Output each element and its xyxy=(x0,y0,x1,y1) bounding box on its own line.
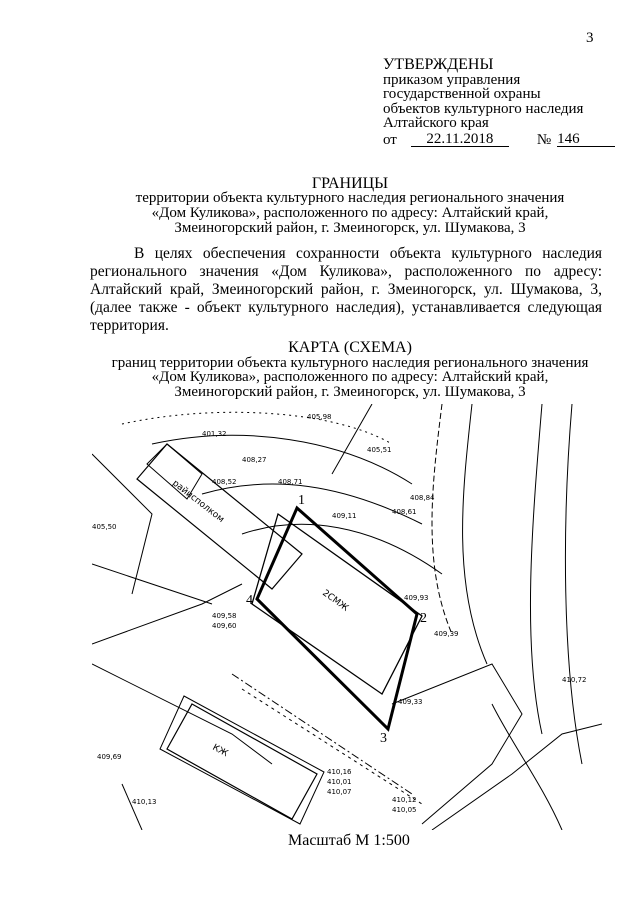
elevation: 409,60 xyxy=(212,622,237,630)
map-scale: Масштаб М 1:500 xyxy=(288,832,410,849)
map-title-line: «Дом Куликова», расположенного по адресу… xyxy=(151,369,549,385)
building-main xyxy=(251,512,423,695)
approval-heading: УТВЕРЖДЕНЫ xyxy=(383,56,494,73)
approval-line: государственной охраны xyxy=(383,86,541,102)
page-number: 3 xyxy=(586,30,594,46)
document-title: ГРАНИЦЫ территории объекта культурного н… xyxy=(60,176,640,236)
elevation: 405,51 xyxy=(367,446,392,454)
elevation: 405,98 xyxy=(307,413,332,421)
building-label: 2СМЖ xyxy=(320,588,350,614)
title-line: территории объекта культурного наследия … xyxy=(135,190,565,206)
elevation: 410,13 xyxy=(132,798,157,806)
approval-date-row: от 22.11.2018 № 146 xyxy=(383,131,616,148)
elevation: 409,93 xyxy=(404,594,429,602)
elevation: 410,01 xyxy=(327,778,352,786)
building-kzh xyxy=(166,703,318,820)
elevation: 408,71 xyxy=(278,478,303,486)
map-title-line: границ территории объекта культурного на… xyxy=(111,354,589,371)
building-raiispolkom xyxy=(136,443,303,590)
building-label: КЖ xyxy=(211,743,230,760)
point-label: 4 xyxy=(246,593,253,608)
paragraph-text: В целях обеспечения сохранности объекта … xyxy=(90,245,602,334)
elevation: 401,32 xyxy=(202,430,227,438)
title-heading: ГРАНИЦЫ xyxy=(311,175,389,192)
territory-boundary xyxy=(255,505,419,732)
date-prefix: от xyxy=(383,131,397,148)
approval-stamp: УТВЕРЖДЕНЫ приказом управления государст… xyxy=(383,56,616,148)
map-linework xyxy=(92,404,602,830)
elevation: 409,11 xyxy=(332,512,357,520)
elevation: 410,12 xyxy=(392,796,417,804)
boundary-map: 1 2 3 4 2СМЖ райисполком КЖ 401,32 408,2… xyxy=(92,404,602,830)
elevation: 410,05 xyxy=(392,806,417,814)
elevation: 408,84 xyxy=(410,494,435,502)
approval-date: 22.11.2018 xyxy=(410,131,509,147)
elevation: 408,52 xyxy=(212,478,237,486)
approval-line: приказом управления xyxy=(383,71,521,88)
map-heading: КАРТА (СХЕМА) xyxy=(288,339,412,356)
elevation: 409,69 xyxy=(97,753,122,761)
elevation: 409,39 xyxy=(434,630,459,638)
elevation: 408,61 xyxy=(392,508,417,516)
map-title-line: Змеиногорский район, г. Змеиногорск, ул.… xyxy=(174,383,526,400)
point-label: 3 xyxy=(380,731,387,746)
elevation: 410,72 xyxy=(562,676,587,684)
point-label: 1 xyxy=(298,493,305,508)
elevation: 410,16 xyxy=(327,768,352,776)
elevation: 409,58 xyxy=(212,612,237,620)
title-line: «Дом Куликова», расположенного по адресу… xyxy=(151,205,549,221)
approval-line: Алтайского края xyxy=(383,115,489,131)
body-paragraph: В целях обеспечения сохранности объекта … xyxy=(90,245,602,335)
elevation: 408,27 xyxy=(242,456,267,464)
elevation: 410,07 xyxy=(327,788,352,796)
elevation: 405,50 xyxy=(92,523,117,531)
map-title: КАРТА (СХЕМА) границ территории объекта … xyxy=(60,339,640,400)
point-label: 2 xyxy=(420,611,427,626)
number-prefix: № xyxy=(536,131,552,148)
approval-line: объектов культурного наследия xyxy=(383,100,584,117)
elevation: 409,33 xyxy=(398,698,423,706)
approval-number: 146 xyxy=(557,131,616,147)
title-line: Змеиногорский район, г. Змеиногорск, ул.… xyxy=(174,220,526,236)
